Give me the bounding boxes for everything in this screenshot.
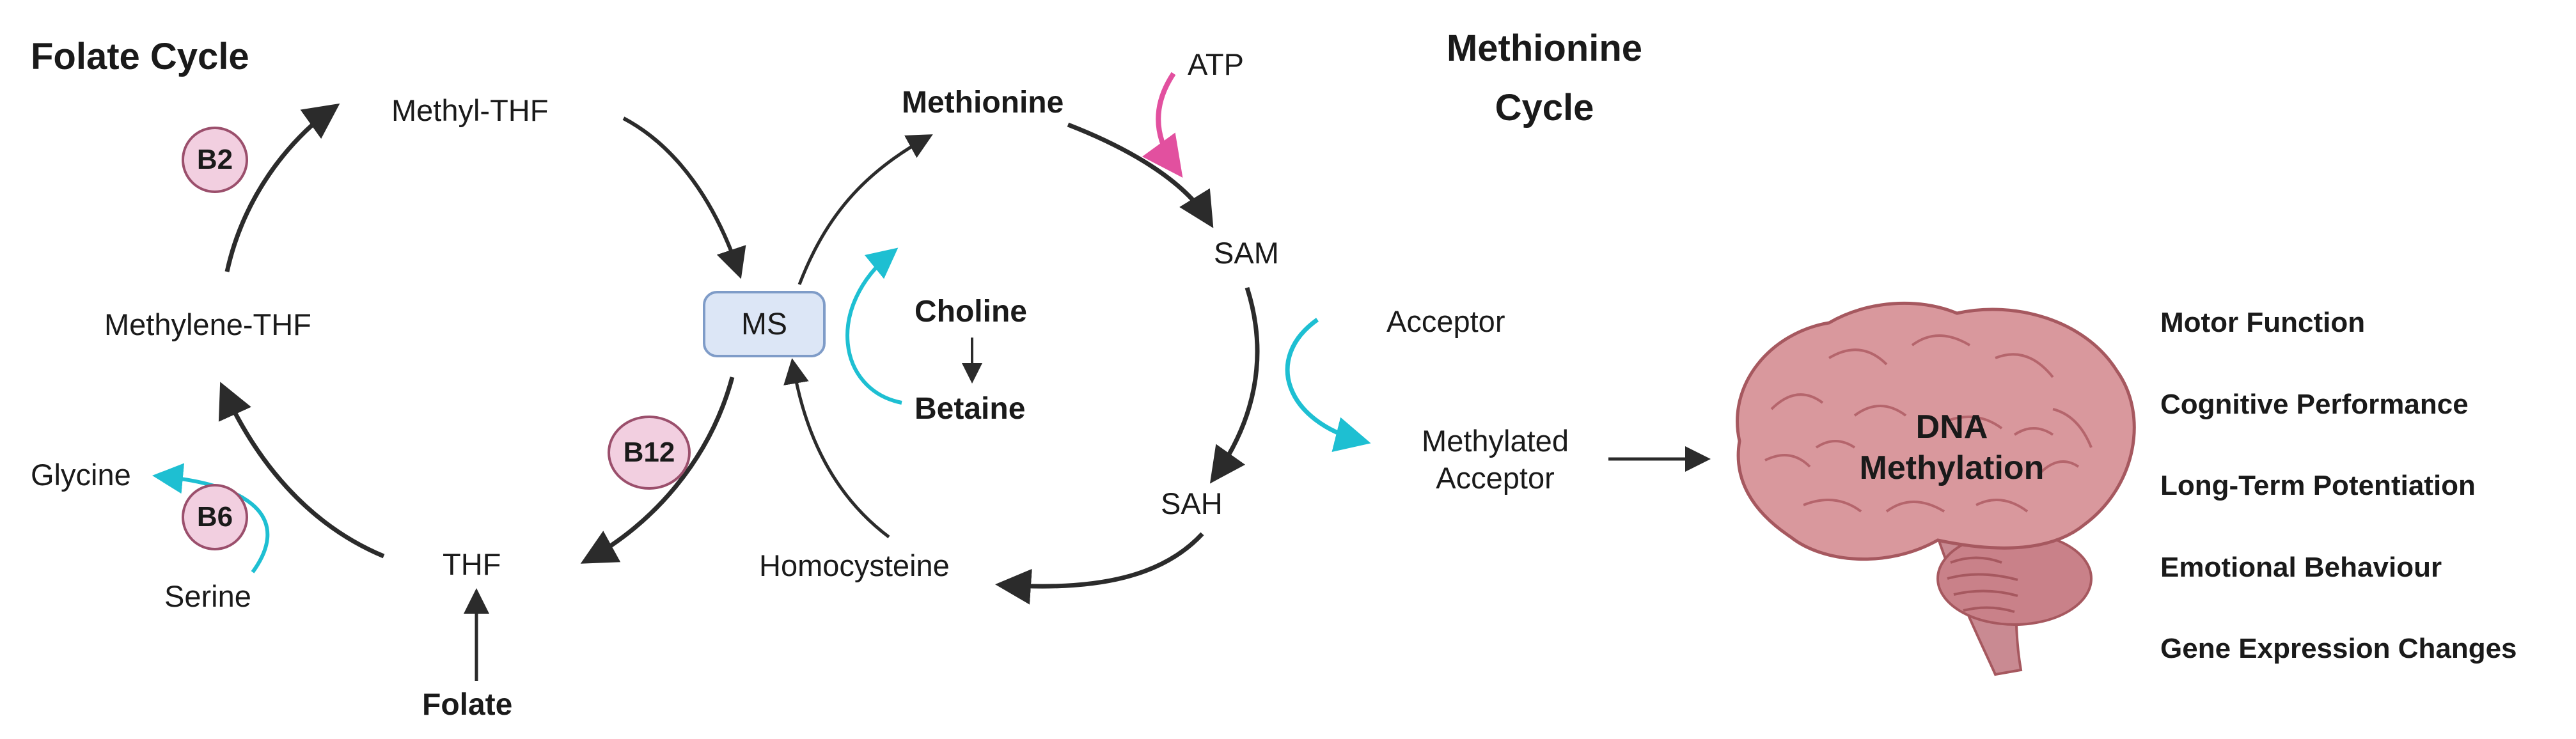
folate-cycle-heading: Folate Cycle [31,36,249,77]
label-sah: SAH [1161,486,1223,520]
arrow-acceptor-to-methylated [1285,318,1371,452]
outcome-item: Cognitive Performance [2160,389,2469,420]
label-methionine: Methionine [902,86,1064,120]
label-serine: Serine [164,579,251,613]
arrow-serine-to-glycine [152,463,270,573]
brain-icon [1736,301,2136,676]
label-atp: ATP [1188,47,1244,81]
arrow-ms-to-thf [580,377,735,564]
arrow-atp-to-sam [1142,72,1183,178]
label-choline: Choline [915,295,1027,329]
brain-label-line2: Methylation [1859,449,2045,486]
arrow-homocysteine-to-ms [783,358,890,538]
label-thf: THF [443,547,501,581]
label-homocysteine: Homocysteine [759,548,950,582]
outcome-item: Emotional Behaviour [2160,552,2442,583]
outcome-item: Gene Expression Changes [2160,633,2517,664]
ms-enzyme-box: MS [703,291,826,357]
label-betaine: Betaine [915,392,1026,426]
arrow-ms-to-methionine [797,134,933,285]
arrow-thf-to-methylene [218,382,385,559]
ms-label: MS [741,307,787,341]
vitamin-b2-badge: B2 [182,127,248,193]
methionine-cycle-heading-line2: Cycle [1495,87,1594,128]
label-sam: SAM [1214,236,1279,270]
arrow-sam-to-sah [1209,286,1260,484]
label-methylene-thf: Methylene-THF [104,307,311,341]
arrow-methylene-to-methylthf [224,103,340,272]
outcome-item: Long-Term Potentiation [2160,470,2476,501]
label-folate: Folate [422,688,513,722]
outcome-item: Motor Function [2160,307,2366,338]
label-glycine: Glycine [31,458,131,492]
vitamin-b6-badge: B6 [182,484,248,550]
methionine-cycle-heading-line1: Methionine [1446,27,1643,69]
arrow-methylthf-to-ms [622,116,746,279]
arrow-methionine-to-sam [1067,122,1214,228]
label-methylated-line1: Methylated [1422,424,1569,458]
label-acceptor: Acceptor [1386,304,1505,338]
label-methylated-line2: Acceptor [1436,461,1555,495]
arrow-betaine-to-methionine [845,247,902,405]
arrow-sah-to-homocysteine [995,532,1204,605]
brain-label-line1: DNA [1915,408,1988,446]
vitamin-b12-badge: B12 [608,416,691,490]
label-methyl-thf: Methyl-THF [391,93,549,127]
